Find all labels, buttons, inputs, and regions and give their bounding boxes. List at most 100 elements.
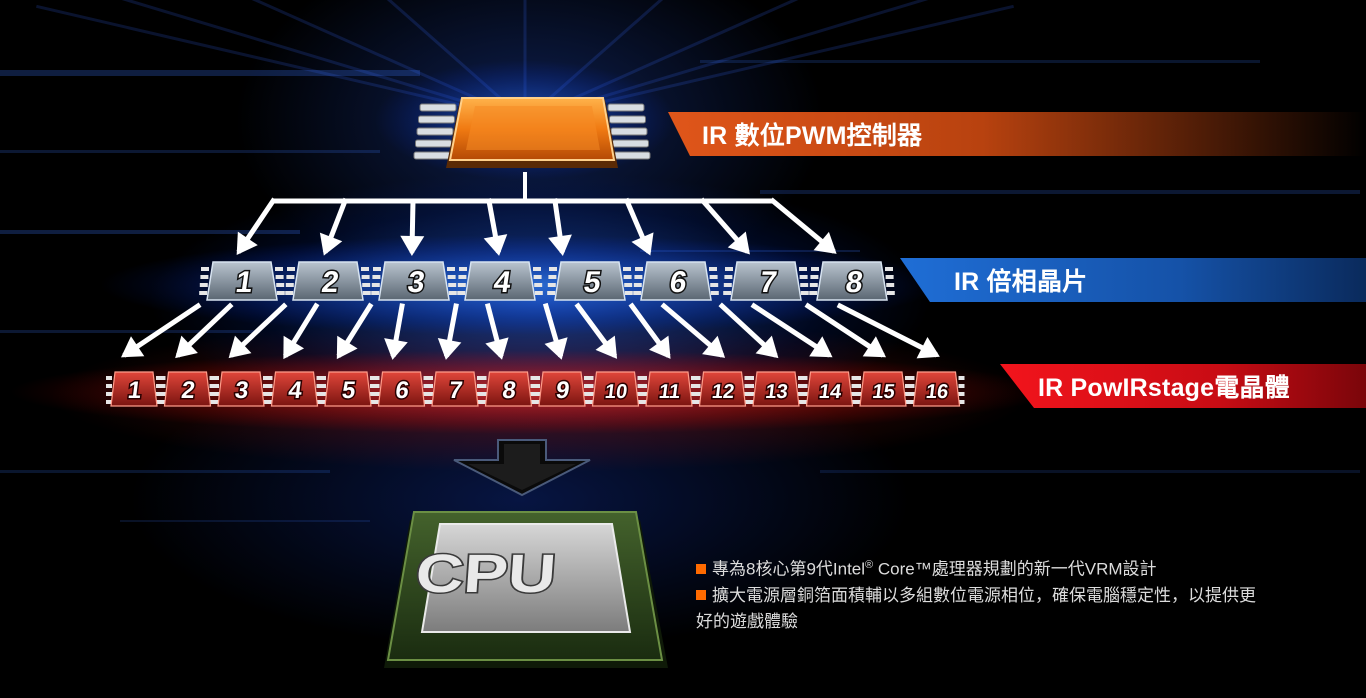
chip-pin	[530, 384, 537, 388]
chip-pin	[213, 384, 219, 388]
arrow-head	[916, 336, 940, 359]
phase-doubler-label: IR 倍相晶片	[900, 258, 1366, 302]
arrow-head	[702, 335, 726, 358]
chip-pin	[641, 400, 647, 404]
chip-pin	[213, 392, 219, 396]
chip-pin	[106, 400, 112, 404]
chip-pin	[371, 291, 380, 295]
chip-pin	[106, 384, 112, 388]
chip-pin	[694, 376, 701, 380]
chip-pin	[691, 384, 697, 388]
chip-pin	[533, 267, 541, 271]
light-streak	[0, 150, 380, 153]
feature-notes: 專為8核心第9代Intel® Core™處理器規劃的新一代VRM設計 擴大電源層…	[696, 552, 1256, 635]
chip-pin	[199, 291, 208, 295]
arrow-head	[548, 234, 572, 256]
light-streak	[760, 190, 1360, 194]
phase-chip-body	[816, 261, 888, 301]
arrow-head	[319, 232, 343, 256]
chip-pin	[287, 267, 295, 271]
powirstage-chip-number: 8	[501, 377, 518, 404]
chip-pin	[547, 283, 556, 287]
powirstage-chip-body	[698, 371, 747, 407]
chip-pin	[370, 392, 376, 396]
chip-pin	[316, 384, 323, 388]
chip-pin	[370, 400, 376, 404]
chip-pin	[641, 384, 647, 388]
phase-chip-number: 4	[492, 266, 514, 299]
powirstage-label: IR PowIRstage電晶體	[1000, 364, 1366, 408]
chip-pin	[885, 267, 893, 271]
chip-pin	[641, 392, 647, 396]
chip-pin	[316, 400, 323, 404]
chip-pin	[530, 376, 537, 380]
chip-pin	[855, 392, 861, 396]
chip-pin	[748, 384, 754, 388]
chip-pin	[908, 376, 915, 380]
chip-pin	[744, 392, 751, 396]
pwm-controller-chip	[413, 97, 651, 168]
chip-pin	[694, 392, 701, 396]
powirstage-chip-number: 16	[925, 381, 950, 403]
phase-chip: 5	[547, 261, 633, 301]
chip-pin	[316, 376, 323, 380]
chip-pin	[801, 376, 808, 380]
chip-pin	[156, 376, 162, 380]
chip-pin	[275, 267, 283, 271]
chip-pin	[427, 384, 433, 388]
chip-pin	[458, 275, 467, 279]
chip-pin	[744, 400, 751, 404]
powirstage-chip-body	[912, 371, 961, 407]
powirstage-chip: 15	[855, 371, 911, 407]
chip-pin	[156, 400, 162, 404]
chip-pin	[851, 400, 858, 404]
chip-pin	[905, 392, 911, 396]
powirstage-chip: 9	[534, 371, 590, 407]
chip-pin	[549, 267, 557, 271]
chip-pin	[607, 103, 645, 112]
chip-pin	[159, 400, 166, 404]
powirstage-chip: 13	[748, 371, 804, 407]
chip-pin	[623, 275, 632, 279]
powirstage-chip: 2	[159, 371, 216, 407]
chip-pin	[286, 275, 295, 279]
chip-pin	[156, 392, 162, 396]
chip-pin	[320, 384, 326, 388]
chip-pin	[623, 267, 631, 271]
chip-pin	[748, 376, 754, 380]
chip-pin	[156, 384, 162, 388]
arrow-head	[236, 231, 258, 255]
chip-pin	[809, 291, 818, 295]
light-streak	[0, 470, 330, 473]
chip-pin	[905, 384, 911, 388]
chip-pin	[373, 267, 381, 271]
chip-pin	[709, 267, 717, 271]
chip-pin	[886, 291, 895, 295]
chip-pin	[799, 267, 807, 271]
chip-pin	[480, 392, 487, 396]
chip-pin	[275, 275, 284, 279]
chip-pin	[370, 384, 376, 388]
powirstage-chip-body	[270, 371, 319, 407]
powirstage-chip-body	[324, 371, 372, 407]
chip-pin	[723, 283, 732, 287]
chip-pin	[908, 392, 915, 396]
chip-pin	[209, 376, 216, 380]
chip-pin	[908, 384, 915, 388]
chip-pin	[459, 267, 467, 271]
chip-pin	[266, 392, 273, 396]
chip-pin	[477, 400, 483, 404]
powirstage-chip-body	[752, 371, 800, 407]
chip-pin	[534, 283, 543, 287]
chip-pin	[905, 376, 911, 380]
chip-pin	[798, 376, 804, 380]
arrow-head	[755, 335, 779, 359]
powirstage-chip-body	[591, 371, 640, 407]
arrow-head	[862, 336, 887, 358]
chip-pin	[371, 283, 380, 287]
chip-pin	[886, 283, 895, 287]
powirstage-chip-body	[859, 371, 907, 407]
chip-pin	[801, 384, 808, 388]
powirstage-chip-number: 15	[871, 381, 896, 403]
chip-pin	[855, 376, 861, 380]
